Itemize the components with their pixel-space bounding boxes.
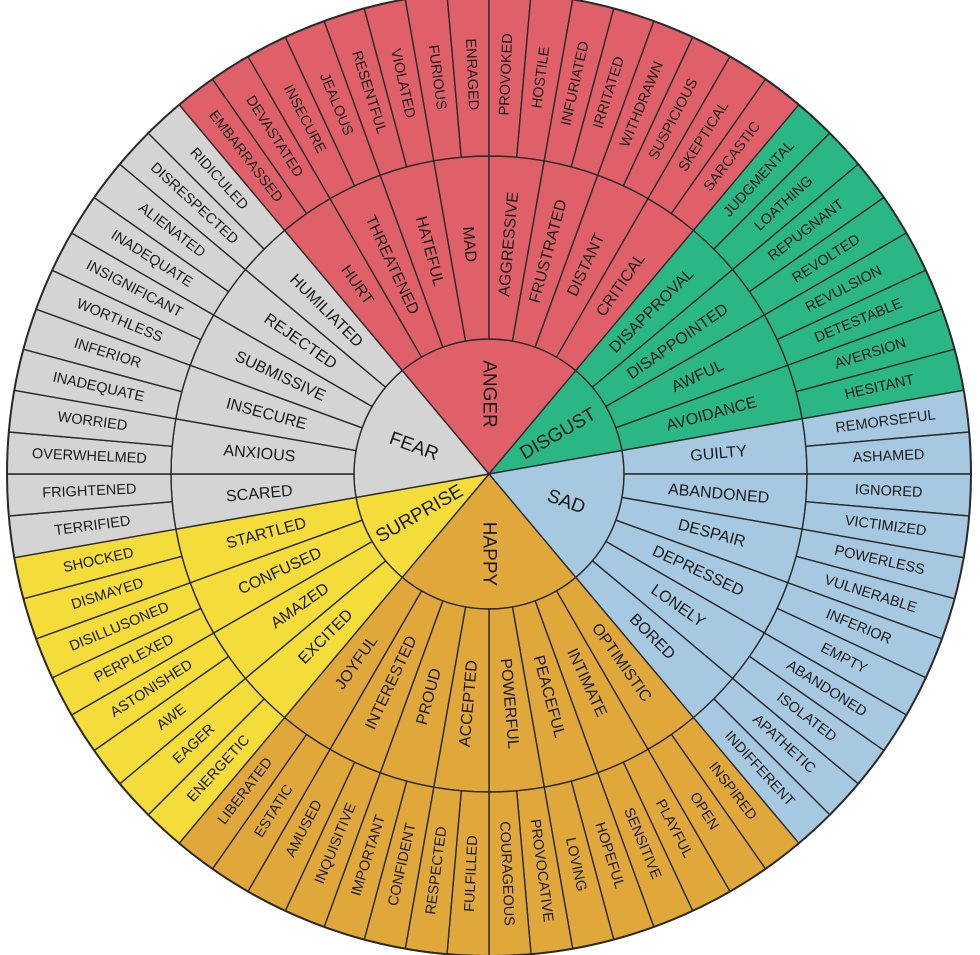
outer-label: FULFILLED: [462, 835, 481, 912]
middle-label: MAD: [459, 226, 479, 263]
outer-label: ASHAMED: [852, 447, 924, 466]
emotion-group-sad: [487, 389, 972, 845]
emotion-group-anger: [178, 0, 800, 476]
outer-label: PROVOKED: [497, 33, 517, 116]
middle-label: GUILTY: [690, 443, 748, 465]
emotion-group-disgust: [487, 103, 965, 476]
emotion-group-fear: [6, 103, 491, 559]
middle-label: ANXIOUS: [223, 442, 296, 465]
outer-label: IGNORED: [854, 482, 922, 501]
outer-label: ENRAGED: [462, 38, 481, 110]
emotion-group-happy: [178, 472, 800, 955]
wheel-border: [6, 0, 972, 955]
outer-label: FRIGHTENED: [42, 481, 137, 501]
outer-label: OVERWHELMED: [32, 446, 148, 467]
core-label-happy: HAPPY: [479, 522, 500, 587]
middle-label: SCARED: [225, 483, 293, 506]
outer-label: COURAGEOUS: [496, 821, 517, 926]
core-label-anger: ANGER: [479, 360, 500, 428]
